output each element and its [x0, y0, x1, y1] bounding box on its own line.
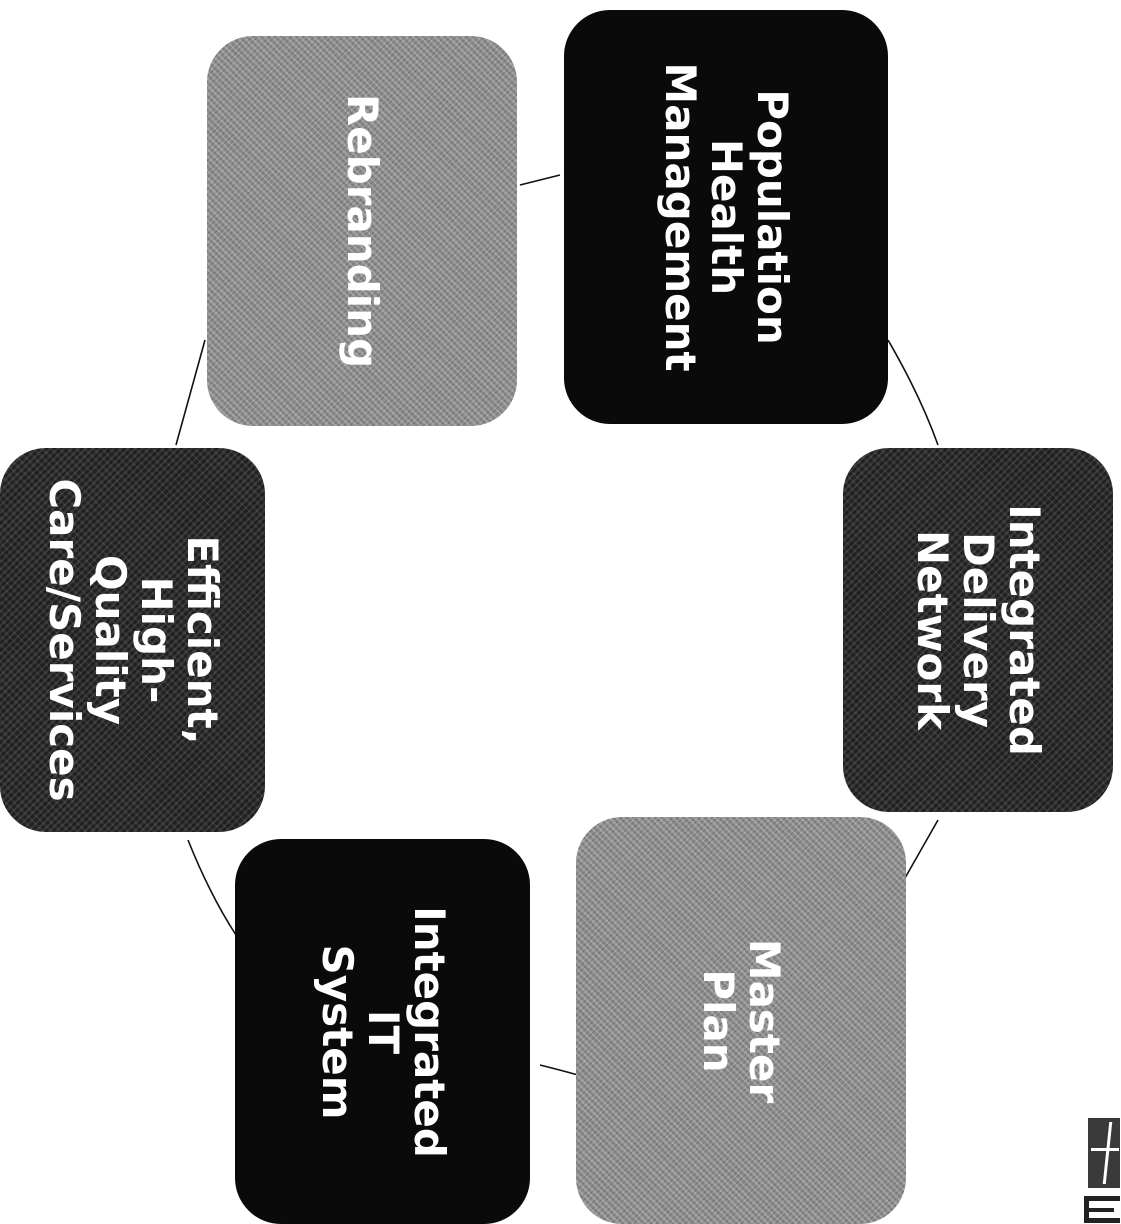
connector-rebranding-phm [519, 174, 561, 186]
node-population-health-management: Population Health Management [564, 10, 888, 424]
node-label: Efficient, High- Quality Care/Services [39, 478, 227, 802]
node-rebranding: Rebranding [207, 36, 517, 426]
node-efficient-high-quality-care: Efficient, High- Quality Care/Services [0, 448, 265, 832]
node-integrated-it-system: Integrated IT System [235, 839, 530, 1224]
node-label: Population Health Management [656, 62, 797, 372]
connector-idn-master [904, 819, 939, 879]
cross-logo-icon [1082, 1118, 1121, 1224]
node-label: Master Plan [694, 938, 789, 1103]
node-integrated-delivery-network: Integrated Delivery Network [843, 448, 1113, 812]
node-label: Integrated Delivery Network [908, 504, 1049, 756]
connector-phm-idn [887, 339, 939, 446]
node-label: Integrated IT System [312, 905, 454, 1158]
node-master-plan: Master Plan [576, 817, 906, 1224]
node-label: Rebranding [338, 93, 387, 369]
connector-it-efficient [187, 839, 237, 936]
connector-master-it [539, 1064, 579, 1076]
connector-efficient-rebranding [175, 339, 206, 446]
